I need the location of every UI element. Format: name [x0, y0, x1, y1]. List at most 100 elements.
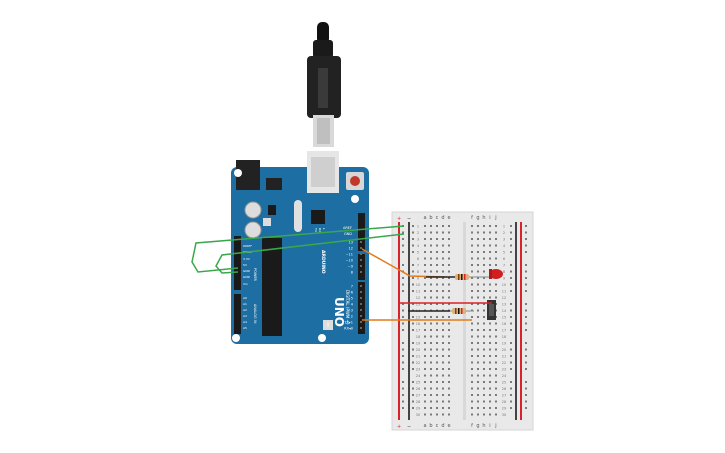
column-label: a [423, 215, 426, 221]
row-number: 18 [502, 335, 506, 339]
5v-label: 5V [243, 263, 248, 267]
column-label: c [436, 423, 439, 429]
column-label: d [441, 215, 444, 221]
row-number: 26 [502, 387, 506, 391]
column-label: a [423, 423, 426, 429]
row-number: 9 [417, 277, 419, 281]
row-number: 20 [502, 348, 506, 352]
row-number: 14 [502, 309, 507, 313]
row-number: 17 [416, 329, 420, 333]
analog-pin-label: A4 [243, 320, 247, 324]
gnd-power-label-1: GND [243, 269, 251, 273]
row-number: 5 [503, 251, 505, 255]
microcontroller-chip [262, 238, 282, 336]
digital-pin-label: 7 [351, 285, 353, 289]
column-label: d [441, 423, 444, 429]
row-number: 29 [416, 407, 420, 411]
row-number: 16 [416, 322, 420, 326]
rail-minus-label-bottom: − [407, 424, 411, 430]
l-led-label: L [322, 228, 326, 230]
digital-header-lower [358, 282, 365, 334]
on-led-label: ON [326, 322, 330, 327]
row-number: 6 [503, 257, 505, 261]
analog-pin-label: A1 [243, 302, 247, 306]
digital-pin-label: RX◂0 [344, 327, 353, 331]
row-number: 12 [416, 296, 420, 300]
analog-pin-label: A2 [243, 308, 247, 312]
header-hole [360, 247, 362, 249]
pushbutton-switch[interactable] [487, 300, 496, 320]
row-number: 7 [417, 264, 419, 268]
column-label: j [494, 215, 496, 221]
row-number: 2 [417, 231, 419, 235]
row-number: 16 [502, 322, 506, 326]
row-number: 27 [416, 394, 420, 398]
tx-led-label: TX [314, 227, 318, 232]
usb-cable[interactable] [307, 22, 341, 147]
digital-pin-label: 2 [351, 315, 353, 319]
header-hole [360, 315, 362, 317]
vin-label: Vin [243, 282, 248, 286]
row-number: 13 [502, 303, 506, 307]
breadboard-row-numbers: 1122334455667788991010111112121313141415… [416, 225, 507, 418]
digital-pin-label: ~6 [348, 291, 353, 295]
row-number: 12 [502, 296, 506, 300]
analog-header [234, 294, 241, 334]
header-hole [360, 303, 362, 305]
row-number: 28 [416, 400, 420, 404]
column-label: f [471, 423, 473, 429]
digital-header-upper [358, 213, 365, 251]
row-number: 24 [416, 374, 421, 378]
analog-pin-label: A3 [243, 314, 247, 318]
uno-label: UNO [332, 297, 346, 327]
power-label: POWER [253, 268, 257, 282]
row-number: 1 [503, 225, 505, 229]
arduino-uno-board[interactable]: AREF GND 1312~11~10~987~6~54~32TX▸1RX◂0 … [231, 151, 369, 344]
header-hole [360, 297, 362, 299]
header-hole [360, 259, 362, 261]
row-number: 26 [416, 387, 420, 391]
gnd-power-label-2: GND [243, 275, 251, 279]
row-number: 21 [502, 355, 506, 359]
header-hole [360, 265, 362, 267]
row-number: 19 [502, 342, 506, 346]
header-hole [360, 271, 362, 273]
red-led[interactable] [478, 269, 503, 279]
column-label: e [447, 423, 450, 429]
row-number: 11 [502, 290, 506, 294]
header-hole [360, 309, 362, 311]
row-number: 3 [417, 238, 419, 242]
row-number: 8 [417, 270, 419, 274]
digital-pin-label: TX▸1 [343, 321, 353, 325]
header-hole [360, 291, 362, 293]
column-label: c [436, 215, 439, 221]
wire-green-1[interactable] [191, 225, 405, 273]
column-label: b [429, 423, 432, 429]
column-label: g [476, 423, 479, 429]
row-number: 20 [416, 348, 420, 352]
rail-plus-label-top: + [397, 216, 401, 222]
row-number: 4 [417, 244, 420, 248]
digital-pin-label: 12 [349, 247, 353, 251]
row-number: 17 [502, 329, 506, 333]
rail-plus-label-bottom: + [397, 424, 401, 430]
column-label: i [489, 423, 490, 429]
wires[interactable] [191, 225, 492, 321]
rail-minus-label-top: − [407, 216, 411, 222]
analog-pin-label: A0 [243, 296, 247, 300]
row-number: 10 [502, 283, 506, 287]
row-number: 1 [417, 225, 419, 229]
row-number: 8 [503, 270, 505, 274]
row-number: 19 [416, 342, 420, 346]
row-number: 2 [503, 231, 505, 235]
wire-green-2[interactable] [215, 233, 405, 274]
arduino-brand-label: ARDUINO [320, 250, 326, 274]
row-number: 9 [503, 277, 505, 281]
analog-in-label: ANALOG IN [253, 304, 257, 324]
row-number: 21 [416, 355, 420, 359]
